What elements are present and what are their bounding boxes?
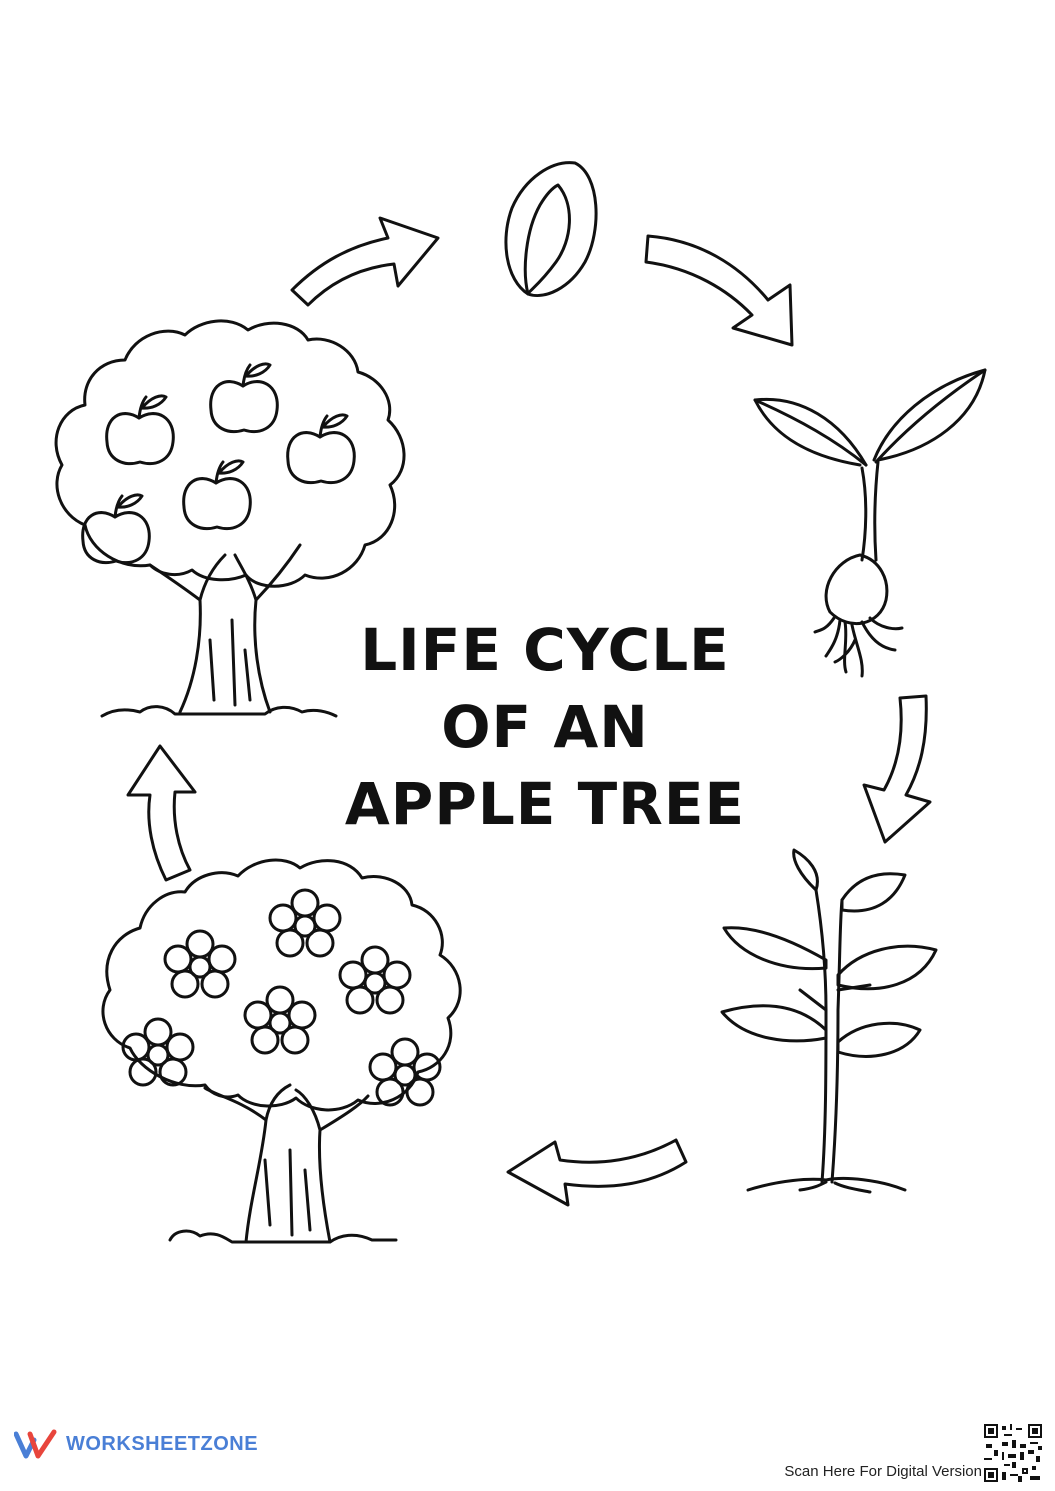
title-line-1: LIFE CYCLE: [360, 616, 730, 684]
apple-tree-icon: [54, 319, 406, 718]
flowering-tree-icon: [101, 858, 462, 1244]
apple-icon: [105, 394, 175, 466]
qr-code-icon[interactable]: [984, 1424, 1042, 1482]
arrow-to-apple-tree: [126, 744, 197, 882]
scan-caption: Scan Here For Digital Version: [784, 1463, 982, 1480]
sprout-icon: [753, 368, 987, 678]
flower-icon: [121, 1017, 195, 1087]
arrow-to-seed: [290, 216, 440, 307]
apple-icon: [81, 493, 151, 565]
flower-icon: [268, 888, 342, 958]
worksheetzone-logo-icon: [14, 1429, 57, 1459]
apple-icon: [182, 459, 252, 531]
seed-icon: [504, 161, 598, 297]
title-line-3: APPLE TREE: [344, 770, 746, 838]
apple-icon: [286, 413, 356, 485]
flower-icon: [163, 929, 237, 999]
arrow-to-sprout: [644, 234, 794, 347]
apple-icon: [209, 362, 279, 434]
page-title: LIFE CYCLE OF AN APPLE TREE: [330, 612, 760, 843]
flower-icon: [368, 1037, 442, 1107]
arrow-to-flowering-tree: [506, 1138, 688, 1207]
flower-icon: [338, 945, 412, 1015]
flower-icon: [243, 985, 317, 1055]
brand-name: WORKSHEETZONE: [66, 1432, 259, 1455]
sapling-icon: [720, 848, 938, 1194]
arrow-to-sapling: [862, 694, 932, 844]
brand-logo[interactable]: WORKSHEETZONE: [14, 1424, 258, 1464]
title-line-2: OF AN: [441, 693, 649, 761]
